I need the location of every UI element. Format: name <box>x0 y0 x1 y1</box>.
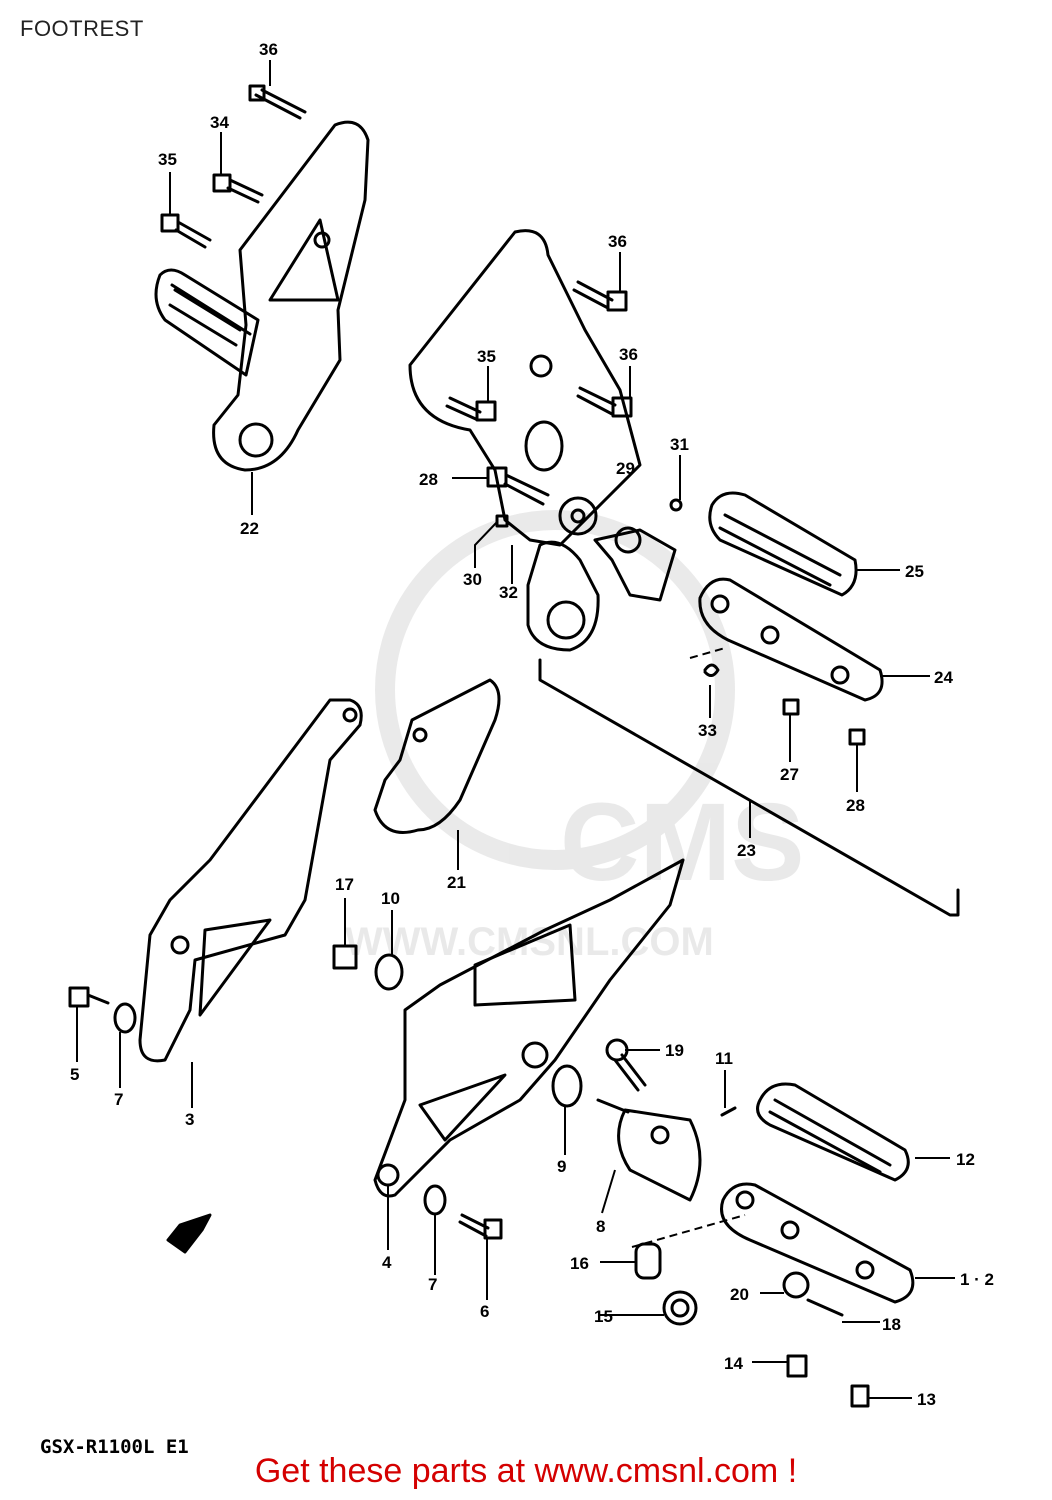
part-label: 13 <box>917 1390 936 1409</box>
washer-10 <box>374 953 404 991</box>
bolt-36-top <box>248 84 307 120</box>
part-label: 36 <box>619 345 638 364</box>
watermark-brand: CMS <box>560 781 804 904</box>
part-label: 33 <box>698 721 717 740</box>
front-left-footrest-bracket <box>138 698 363 1063</box>
rear-right-footrest-bracket <box>408 229 642 547</box>
part-label: 8 <box>596 1217 605 1236</box>
part-label: 34 <box>210 113 229 132</box>
footpeg-holder-8 <box>596 1098 702 1202</box>
part-label: 28 <box>419 470 438 489</box>
part-label: 5 <box>70 1065 79 1084</box>
bolt-13 <box>850 1384 870 1408</box>
part-label: 28 <box>846 796 865 815</box>
rear-left-footpeg-rubber <box>154 268 260 377</box>
bolt-14 <box>786 1354 808 1378</box>
part-label: 23 <box>737 841 756 860</box>
part-label: 7 <box>114 1090 123 1109</box>
spring-15 <box>662 1290 698 1326</box>
part-label: 32 <box>499 583 518 602</box>
front-footpeg <box>720 1182 915 1304</box>
bolt-27 <box>782 698 800 716</box>
part-label: 31 <box>670 435 689 454</box>
part-label: 27 <box>780 765 799 784</box>
model-code: GSX-R1100L E1 <box>40 1436 189 1458</box>
front-footpeg-rubber <box>756 1082 910 1182</box>
washer-29 <box>558 496 598 536</box>
buy-parts-link[interactable]: Get these parts at www.cmsnl.com ! <box>254 1452 798 1490</box>
assembly-23-bracket-line <box>538 658 960 917</box>
bolt-36-right-upper <box>572 280 628 312</box>
watermark: CMS WWW.CMSNL.COM <box>345 510 804 964</box>
pivot-pin-19 <box>605 1038 647 1092</box>
bolt-5 <box>68 986 110 1008</box>
part-label: 16 <box>570 1254 589 1273</box>
part-label: 19 <box>665 1041 684 1060</box>
part-label: 1 · 2 <box>960 1270 994 1289</box>
part-label: 30 <box>463 570 482 589</box>
rear-left-footrest-bracket <box>212 120 370 472</box>
part-label: 14 <box>724 1354 743 1373</box>
part-label: 20 <box>730 1285 749 1304</box>
part-label: 15 <box>594 1307 613 1326</box>
part-label: 17 <box>335 875 354 894</box>
part-label: 21 <box>447 873 466 892</box>
part-label: 18 <box>882 1315 901 1334</box>
part-label: 9 <box>557 1157 566 1176</box>
leader-lines <box>76 60 955 1399</box>
spring-collar-16 <box>634 1242 662 1280</box>
page-title: FOOTREST <box>20 16 144 41</box>
bolt-28-lower <box>848 728 866 746</box>
pin-18 <box>806 1298 844 1317</box>
part-label: 7 <box>428 1275 437 1294</box>
part-label: 29 <box>616 459 635 478</box>
part-label: 25 <box>905 562 924 581</box>
rear-right-footpeg-rubber <box>708 491 858 597</box>
part-label: 6 <box>480 1302 489 1321</box>
bolt-6 <box>458 1213 503 1240</box>
part-label: 36 <box>259 40 278 59</box>
part-label: 36 <box>608 232 627 251</box>
front-right-footrest-bracket <box>373 858 685 1198</box>
front-direction-arrow-icon <box>166 1213 212 1254</box>
pin-31 <box>669 498 683 512</box>
part-label: 11 <box>715 1049 733 1068</box>
washer-7-left <box>113 1002 137 1034</box>
part-label: 24 <box>934 668 953 687</box>
bolt-34 <box>212 173 264 204</box>
part-label: 35 <box>158 150 177 169</box>
part-label: 3 <box>185 1110 194 1129</box>
part-labels: 36 34 35 22 36 35 36 29 31 28 30 32 25 2… <box>70 40 994 1409</box>
heel-guard <box>373 678 501 834</box>
washer-9 <box>551 1064 583 1108</box>
bolt-35-top <box>160 213 212 249</box>
footrest-pivot-bracket <box>526 526 677 652</box>
part-label: 12 <box>956 1150 975 1169</box>
bolt-35-right <box>445 396 497 422</box>
washer-7-right <box>423 1184 447 1216</box>
rear-right-footpeg <box>698 577 884 702</box>
clip-11 <box>720 1106 737 1117</box>
part-label: 4 <box>382 1253 392 1272</box>
part-label: 22 <box>240 519 259 538</box>
part-label: 35 <box>477 347 496 366</box>
washer-20 <box>782 1271 810 1299</box>
clip-33 <box>703 663 720 677</box>
nut-30 <box>495 514 509 528</box>
part-label: 10 <box>381 889 400 908</box>
bolt-36-right-lower <box>576 386 633 418</box>
